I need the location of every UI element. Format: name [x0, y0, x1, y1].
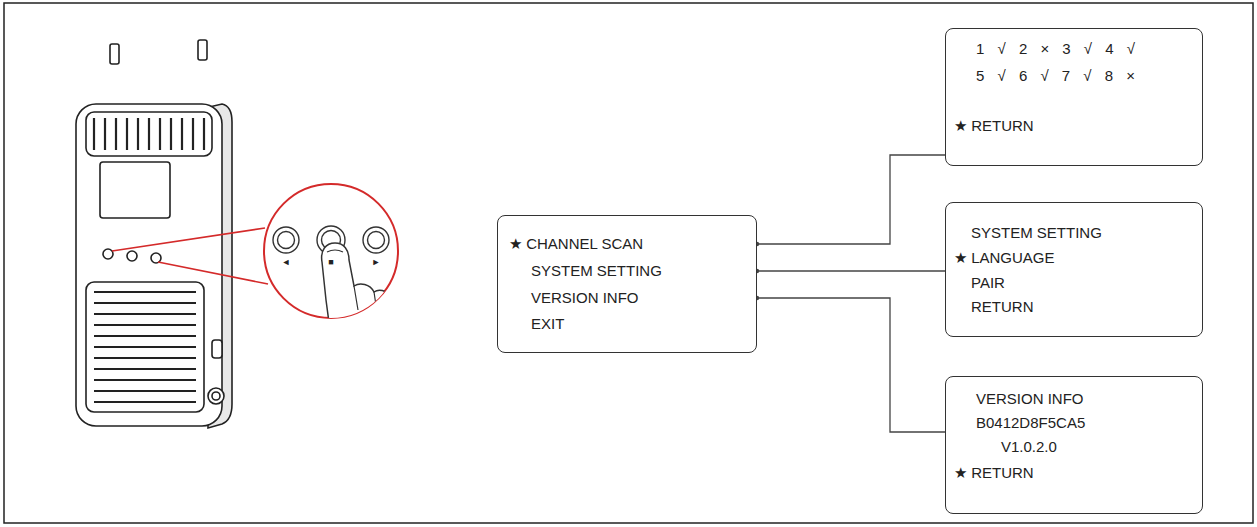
button — [368, 232, 385, 249]
screen-box: VERSION INFO B0412D8F5CA5V1.0.2.0 ★ RETURN — [945, 376, 1203, 514]
screen-box: 1 √ 2 × 3 √ 4 √ 5 √ 6 √ 7 √ 8 × ★ RETURN — [945, 28, 1203, 166]
fin — [137, 118, 139, 150]
screen-box: SYSTEM SETTING ★ LANGUAGE PAIR RETURN — [945, 202, 1203, 337]
button-symbol: ■ — [327, 257, 334, 267]
bottom-fins — [86, 282, 204, 412]
menu-text: ★ LANGUAGE — [954, 249, 1055, 267]
menu-connector — [757, 270, 945, 271]
device-body — [76, 104, 222, 426]
top-fins — [86, 112, 212, 156]
fin — [148, 118, 150, 150]
side-port — [212, 392, 220, 400]
fin — [94, 379, 196, 381]
fin — [126, 118, 128, 150]
button — [278, 232, 295, 249]
menu-text: B0412D8F5CA5 — [976, 414, 1085, 432]
zoom-line — [112, 228, 265, 251]
pressing-hand — [322, 243, 410, 330]
fin — [104, 118, 106, 150]
transmitter-device — [76, 40, 232, 428]
menu-text: ★ RETURN — [954, 464, 1034, 482]
menu-text: PAIR — [971, 274, 1005, 292]
button-symbol: ◄ — [281, 257, 292, 267]
menu-text: ★ CHANNEL SCAN — [509, 235, 643, 253]
fin — [94, 357, 196, 359]
device-button — [103, 249, 113, 259]
fin — [94, 324, 196, 326]
antenna-connector — [110, 44, 119, 64]
zoom-line — [158, 262, 268, 284]
menu-connector — [757, 155, 945, 244]
fin — [94, 313, 196, 315]
fin — [192, 118, 194, 150]
menu-text: 1 √ 2 × 3 √ 4 √ — [976, 40, 1135, 58]
button-symbol: ► — [371, 257, 382, 267]
menu-text: V1.0.2.0 — [1001, 438, 1057, 456]
menu-box: ★ CHANNEL SCAN SYSTEM SETTING VERSION INFO… — [497, 215, 757, 353]
finger-crease — [354, 286, 377, 312]
menu-connector — [757, 298, 945, 432]
fin — [181, 118, 183, 150]
menu-text: SYSTEM SETTING — [531, 262, 662, 280]
device-screen — [100, 162, 170, 218]
fin — [203, 118, 205, 150]
device-button — [127, 251, 137, 261]
fin — [115, 118, 117, 150]
menu-text: RETURN — [971, 298, 1034, 316]
fin — [94, 346, 196, 348]
antenna-connector — [198, 40, 207, 60]
fin — [170, 118, 172, 150]
menu-text: EXIT — [531, 315, 564, 333]
fin — [93, 118, 95, 150]
fingernail — [327, 250, 343, 252]
finger — [322, 243, 410, 330]
fin — [94, 335, 196, 337]
menu-text: VERSION INFO — [976, 390, 1084, 408]
button — [363, 227, 389, 253]
fin — [94, 291, 196, 293]
side-port — [208, 388, 224, 404]
button — [273, 227, 299, 253]
fin — [159, 118, 161, 150]
fin — [94, 390, 196, 392]
menu-text: VERSION INFO — [531, 289, 639, 307]
fin — [94, 368, 196, 370]
fin — [94, 302, 196, 304]
side-port — [212, 340, 222, 358]
outer-frame — [4, 3, 1253, 523]
menu-text: SYSTEM SETTING — [971, 224, 1102, 242]
fin — [94, 401, 196, 403]
menu-text: ★ RETURN — [954, 117, 1034, 135]
menu-text: 5 √ 6 √ 7 √ 8 × — [976, 67, 1135, 85]
